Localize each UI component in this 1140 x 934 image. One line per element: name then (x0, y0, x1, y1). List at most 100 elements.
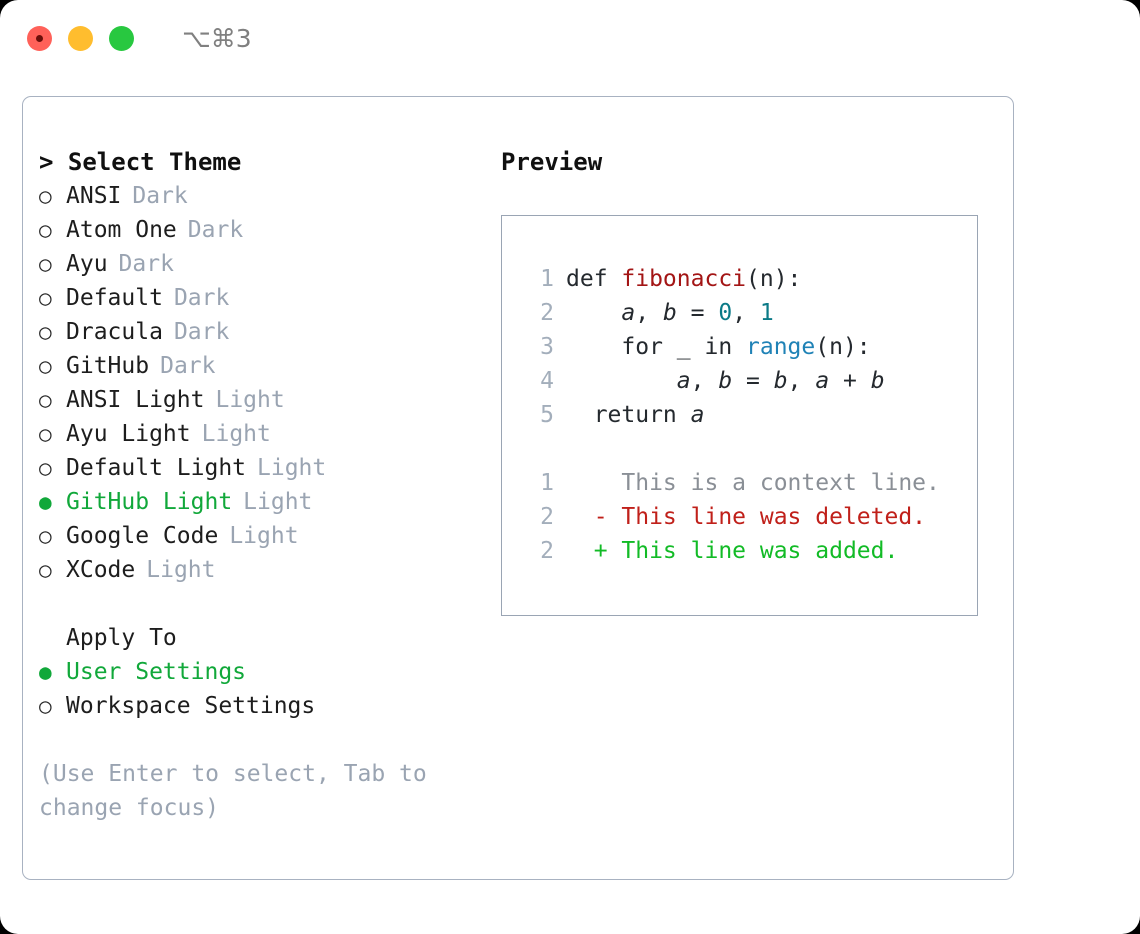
code-token: + (829, 368, 871, 394)
theme-option-variant-badge: Dark (187, 217, 244, 243)
theme-option-variant-badge: Dark (173, 319, 230, 345)
diff-line-text: This is a context line. (621, 470, 940, 496)
diff-marker (566, 466, 621, 500)
hint-line-1: (Use Enter to select, Tab to (39, 761, 427, 787)
theme-option-variant-badge: Dark (132, 183, 188, 209)
traffic-lights (27, 25, 134, 51)
theme-option-label: XCode (66, 557, 136, 583)
radio-selected-icon[interactable]: ● (39, 660, 52, 684)
radio-unselected-icon[interactable]: ○ (39, 252, 52, 276)
radio-selected-icon[interactable]: ● (39, 490, 52, 514)
theme-option-default[interactable]: ○ Default Dark (39, 281, 491, 315)
preview-title: Preview (501, 148, 603, 176)
theme-option-label: Default Light (66, 455, 247, 481)
apply-to-title: Apply To (66, 625, 177, 651)
theme-option-ansi-light[interactable]: ○ ANSI Light Light (39, 383, 491, 417)
code-token: for _ in (566, 334, 747, 360)
diff-line-number: 2 (540, 538, 554, 564)
apply-to-option-user-settings[interactable]: ●User Settings (39, 655, 491, 689)
code-token: 0 (718, 300, 733, 326)
code-token: , (787, 368, 816, 394)
theme-option-label: ANSI Light (66, 387, 205, 413)
radio-unselected-icon[interactable]: ○ (39, 388, 52, 412)
code-token: (n): (746, 266, 802, 292)
maximize-button-icon[interactable] (109, 25, 134, 51)
diff-line-text: This line was added. (621, 538, 899, 564)
radio-unselected-icon[interactable]: ○ (39, 286, 52, 310)
radio-unselected-icon[interactable]: ○ (39, 456, 52, 480)
apply-to-option-label: Workspace Settings (66, 693, 316, 719)
radio-unselected-icon[interactable]: ○ (39, 524, 52, 548)
theme-option-label: GitHub (66, 353, 150, 379)
diff-line-number: 2 (540, 504, 554, 530)
hint-spacer (39, 723, 491, 757)
code-token: 1 (759, 300, 774, 326)
theme-option-variant-badge: Light (215, 387, 285, 413)
code-line: 4 a, b = b, a + b (502, 364, 977, 398)
code-token: , (690, 368, 719, 394)
code-token: (n): (815, 334, 871, 360)
code-line: 3 for _ in range(n): (502, 330, 977, 364)
radio-unselected-icon[interactable]: ○ (39, 184, 52, 208)
code-token: return (566, 402, 691, 428)
code-line-number: 5 (540, 402, 554, 428)
code-token: = (676, 300, 719, 326)
theme-option-variant-badge: Dark (118, 251, 174, 277)
diff-marker: - (566, 504, 622, 530)
theme-option-label: GitHub Light (66, 489, 233, 515)
radio-unselected-icon[interactable]: ○ (39, 218, 52, 242)
diff-sample: 1 This is a context line.2 - This line w… (502, 466, 977, 568)
theme-option-variant-badge: Light (243, 489, 313, 515)
theme-option-variant-badge: Dark (173, 285, 230, 311)
apply-to-option-workspace-settings[interactable]: ○ Workspace Settings (39, 689, 491, 723)
code-line-number: 4 (540, 368, 554, 394)
theme-option-ayu[interactable]: ○ Ayu Dark (39, 247, 491, 281)
theme-option-variant-badge: Light (201, 421, 271, 447)
radio-unselected-icon[interactable]: ○ (39, 558, 52, 582)
theme-option-label: Google Code (66, 523, 219, 549)
code-line-number: 1 (540, 266, 554, 292)
theme-option-atom-one[interactable]: ○ Atom One Dark (39, 213, 491, 247)
code-token: range (746, 334, 816, 360)
radio-unselected-icon[interactable]: ○ (39, 354, 52, 378)
apply-to-option-list[interactable]: ●User Settings ○ Workspace Settings (39, 655, 491, 723)
code-diff-separator (502, 432, 977, 466)
radio-unselected-icon[interactable]: ○ (39, 320, 52, 344)
code-token: def (566, 266, 622, 292)
code-token: a (676, 368, 691, 394)
theme-option-label: Atom One (66, 217, 177, 243)
theme-option-label: Dracula (66, 319, 163, 345)
theme-option-github-light[interactable]: ● GitHub Light Light (39, 485, 491, 519)
code-token: , (732, 300, 760, 326)
theme-option-label: Ayu (66, 251, 108, 277)
diff-line-text: This line was deleted. (621, 504, 927, 530)
theme-option-label: Default (66, 285, 163, 311)
minimize-button-icon[interactable] (68, 25, 93, 51)
code-line-number: 2 (540, 300, 554, 326)
diff-line-del: 2 - This line was deleted. (502, 500, 977, 534)
code-token (566, 296, 621, 330)
close-button-icon[interactable] (27, 25, 52, 51)
theme-option-ansi[interactable]: ○ ANSI Dark (39, 179, 491, 213)
code-token: b (773, 368, 788, 394)
diff-line-add: 2 + This line was added. (502, 534, 977, 568)
theme-option-dracula[interactable]: ○ Dracula Dark (39, 315, 491, 349)
code-token: b (718, 368, 733, 394)
select-theme-title: > Select Theme (39, 148, 242, 176)
theme-option-label: ANSI (66, 183, 122, 209)
code-token: a (815, 368, 830, 394)
radio-unselected-icon[interactable]: ○ (39, 694, 52, 718)
radio-unselected-icon[interactable]: ○ (39, 422, 52, 446)
